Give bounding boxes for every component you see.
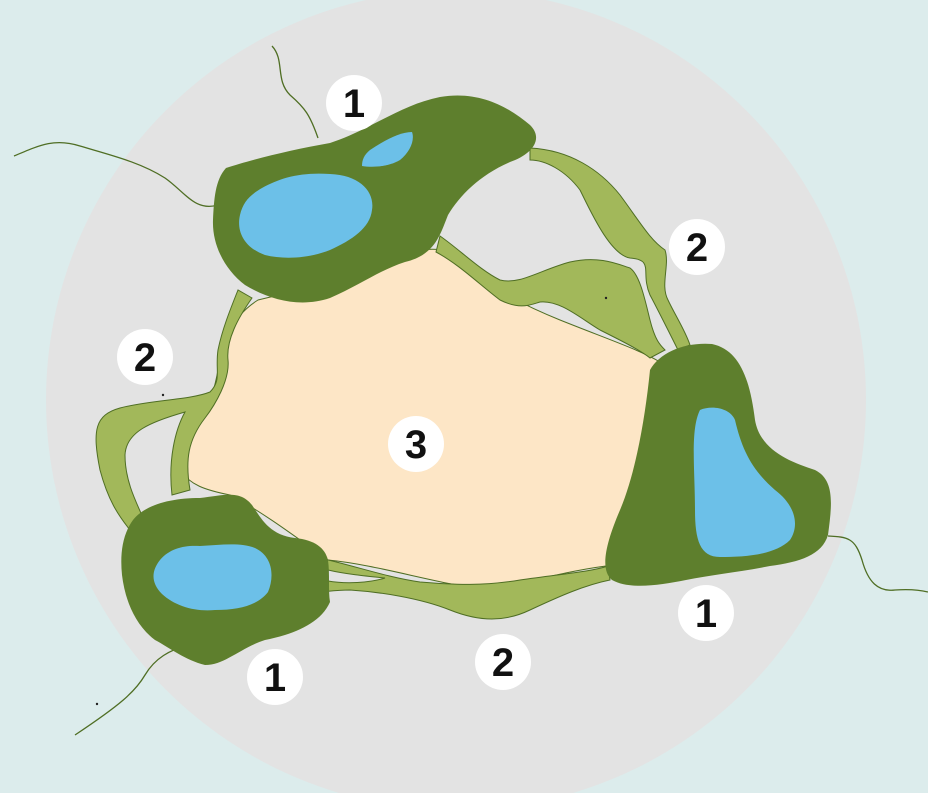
label-circle (669, 219, 725, 275)
water-top-large (239, 173, 373, 258)
corridor-bottom (319, 557, 611, 620)
water-top-small (362, 132, 413, 167)
label-text: 2 (492, 641, 514, 685)
water-bodies (153, 132, 795, 611)
label-text: 1 (264, 656, 286, 700)
label-circle (678, 585, 734, 641)
stream-top-left (13, 141, 219, 208)
label-circle (475, 634, 531, 690)
label-text: 2 (134, 336, 156, 380)
label-text: 1 (695, 592, 717, 636)
label-circle (247, 649, 303, 705)
stream-top (271, 45, 319, 139)
dot (604, 296, 608, 300)
label-corridor-top-right: 2 (669, 219, 725, 275)
stream-right (827, 535, 928, 593)
label-core-bottom-left: 1 (247, 649, 303, 705)
label-corridor-left: 2 (117, 329, 173, 385)
label-circle (326, 75, 382, 131)
label-circle (117, 329, 173, 385)
corridor-left (95, 289, 253, 531)
label-text: 3 (405, 423, 427, 467)
dot (95, 702, 99, 706)
streams (13, 45, 928, 736)
corridors (95, 147, 691, 620)
stream-bottom-left (74, 644, 189, 736)
label-text: 1 (343, 82, 365, 126)
label-corridor-bottom: 2 (475, 634, 531, 690)
water-bottom-left (153, 544, 272, 611)
corridor-bottom-gap (327, 569, 386, 584)
label-circle (388, 416, 444, 472)
label-text: 2 (686, 226, 708, 270)
label-matrix-center: 3 (388, 416, 444, 472)
label-core-right: 1 (678, 585, 734, 641)
corridor-top-right-inner (435, 235, 666, 359)
water-right (693, 407, 795, 557)
dots (95, 296, 608, 706)
label-core-top: 1 (326, 75, 382, 131)
dot (161, 393, 165, 397)
